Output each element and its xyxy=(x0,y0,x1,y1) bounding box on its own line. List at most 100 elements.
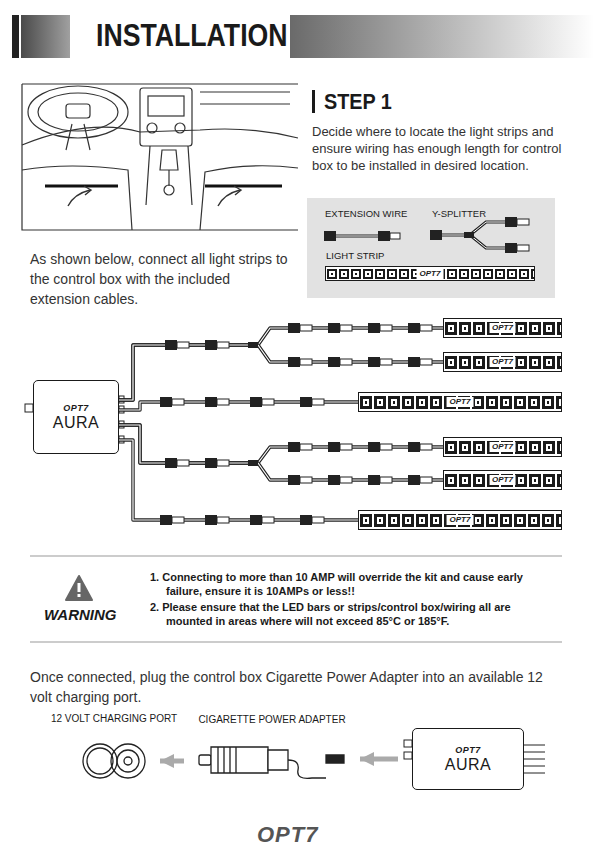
splitter-joint xyxy=(248,342,258,348)
cable xyxy=(119,425,443,480)
light-strip: OPT7 xyxy=(443,318,562,338)
power-adapter xyxy=(199,747,344,778)
plug xyxy=(328,357,340,367)
extension-wire xyxy=(324,231,400,241)
cable-core xyxy=(119,425,443,463)
plug-tip xyxy=(217,517,229,523)
cable-core xyxy=(119,328,443,400)
plug-tip xyxy=(380,477,392,483)
product-name: AURA xyxy=(53,414,99,432)
product-name: AURA xyxy=(445,756,491,774)
separator xyxy=(30,642,562,643)
light-strip: OPT7 xyxy=(358,392,562,412)
plug xyxy=(160,515,172,525)
plug-tip xyxy=(312,517,324,523)
plug xyxy=(205,397,217,407)
plug xyxy=(160,397,172,407)
plug-tip xyxy=(300,477,312,483)
warning-heading: WARNING xyxy=(44,606,117,623)
arrow-line xyxy=(160,759,184,764)
header-mark xyxy=(12,15,19,58)
part-name: CIGARETTE POWER ADAPTER xyxy=(198,714,345,725)
cable-outline xyxy=(119,425,443,480)
warning-icon xyxy=(66,576,92,600)
cable xyxy=(119,440,358,520)
plug xyxy=(165,340,177,350)
brand-logo: OPT7 xyxy=(257,822,318,848)
plug-tip xyxy=(420,444,432,450)
brand-logo: OPT7 xyxy=(63,403,89,414)
part-name: EXTENSION WIRE xyxy=(325,208,407,219)
plug-tip xyxy=(340,477,352,483)
flow-arrow xyxy=(160,761,184,762)
plug xyxy=(408,475,420,485)
plug xyxy=(368,323,380,333)
light-strip: OPT7 xyxy=(358,510,562,530)
splitter-joint xyxy=(248,460,258,466)
plug xyxy=(205,340,217,350)
instruction-text: Decide where to locate the light strips … xyxy=(312,123,562,174)
cable xyxy=(119,328,443,400)
warning-item: 1. Connecting to more than 10 AMP will o… xyxy=(150,570,560,598)
charging-port: 12 VOLT CHARGING PORT xyxy=(82,743,146,779)
plug xyxy=(408,442,420,452)
plug-tip xyxy=(177,342,189,348)
plug xyxy=(328,323,340,333)
plug-tip xyxy=(312,399,324,405)
light-strip: LIGHT STRIPOPT7 xyxy=(325,266,535,281)
plug-tip xyxy=(217,399,229,405)
strip-logo: OPT7 xyxy=(447,515,474,525)
plug-tip xyxy=(177,460,189,466)
charging-port xyxy=(83,744,145,778)
plug-tip xyxy=(420,325,432,331)
plug xyxy=(288,357,300,367)
plug-tip xyxy=(300,444,312,450)
warning-item: 2. Please ensure that the LED bars or st… xyxy=(150,600,560,628)
plug-tip xyxy=(420,477,432,483)
cable-outline xyxy=(119,425,443,463)
plug-tip xyxy=(262,517,274,523)
part-name: LIGHT STRIP xyxy=(326,250,384,261)
instruction-text: As shown below, connect all light strips… xyxy=(30,249,288,309)
location-arrows xyxy=(68,186,241,206)
plug xyxy=(328,475,340,485)
strip-logo: OPT7 xyxy=(489,357,516,367)
plug-tip xyxy=(380,325,392,331)
plug-tip xyxy=(340,325,352,331)
strip-logo: OPT7 xyxy=(447,397,474,407)
strip-logo: OPT7 xyxy=(417,269,444,279)
cable xyxy=(119,425,443,463)
cable-outline xyxy=(119,440,358,520)
header-block xyxy=(21,15,70,58)
plug xyxy=(408,357,420,367)
plug xyxy=(288,323,300,333)
part-name: Y-SPLITTER xyxy=(432,208,486,219)
plug-tip xyxy=(380,359,392,365)
plug-tip xyxy=(300,359,312,365)
plug xyxy=(368,475,380,485)
plug xyxy=(205,458,217,468)
plug xyxy=(300,397,312,407)
light-strip: OPT7 xyxy=(443,352,562,372)
brand-logo: OPT7 xyxy=(455,745,481,756)
page-title: INSTALLATION xyxy=(96,18,288,54)
car-interior xyxy=(22,84,298,230)
box-wires xyxy=(524,745,545,773)
power-adapter: CIGARETTE POWER ADAPTER xyxy=(198,744,346,778)
strip-location xyxy=(45,185,282,188)
strip-logo: OPT7 xyxy=(489,323,516,333)
plug xyxy=(288,442,300,452)
plug-tip xyxy=(340,359,352,365)
step-bar xyxy=(312,90,315,113)
plug xyxy=(300,515,312,525)
light-strip: OPT7 xyxy=(443,470,562,490)
plug xyxy=(165,458,177,468)
parts-panel xyxy=(307,198,555,298)
control-box: OPT7AURA xyxy=(33,380,119,454)
instruction-text: Once connected, plug the control box Cig… xyxy=(30,667,560,707)
plug xyxy=(205,515,217,525)
plug xyxy=(250,515,262,525)
cable-outline xyxy=(119,328,443,400)
plug xyxy=(368,357,380,367)
